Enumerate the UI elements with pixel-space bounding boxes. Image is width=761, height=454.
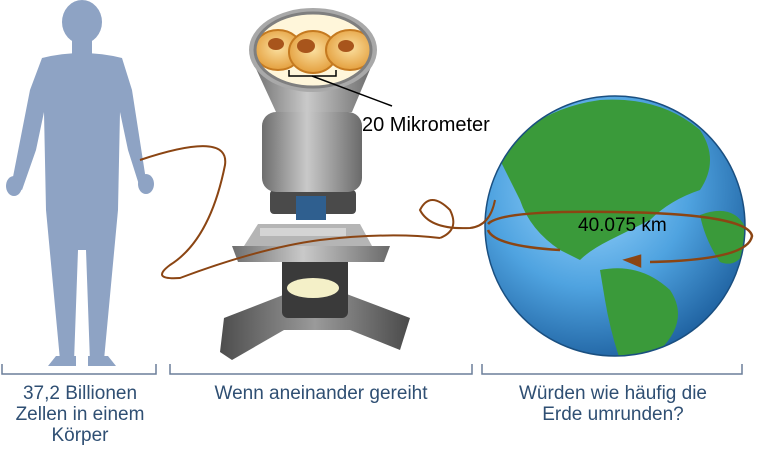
equator-orbit [486, 210, 754, 268]
microscope [220, 8, 410, 360]
caption-line: Zellen in einem [15, 404, 145, 425]
caption-brackets [1, 364, 743, 375]
cell-size-bracket [288, 70, 393, 107]
earth-circumference-label: 40.075 km [578, 215, 667, 236]
caption-line: Körper [51, 425, 109, 446]
caption-line: Wenn aneinander gereiht [214, 383, 428, 404]
human-silhouette [6, 0, 154, 366]
caption-line: Erde umrunden? [542, 404, 684, 425]
caption-line: 37,2 Billionen [22, 383, 138, 404]
caption-lined-up: Wenn aneinander gereiht [170, 383, 472, 404]
caption-line: Würden wie häufig die [519, 383, 707, 404]
connecting-string [139, 145, 496, 280]
cell-size-label: 20 Mikrometer [362, 114, 490, 136]
caption-earth-question: Würden wie häufig die Erde umrunden? [482, 383, 744, 425]
caption-body-cells: 37,2 Billionen Zellen in einem Körper [0, 383, 160, 446]
earth-globe [484, 95, 746, 357]
